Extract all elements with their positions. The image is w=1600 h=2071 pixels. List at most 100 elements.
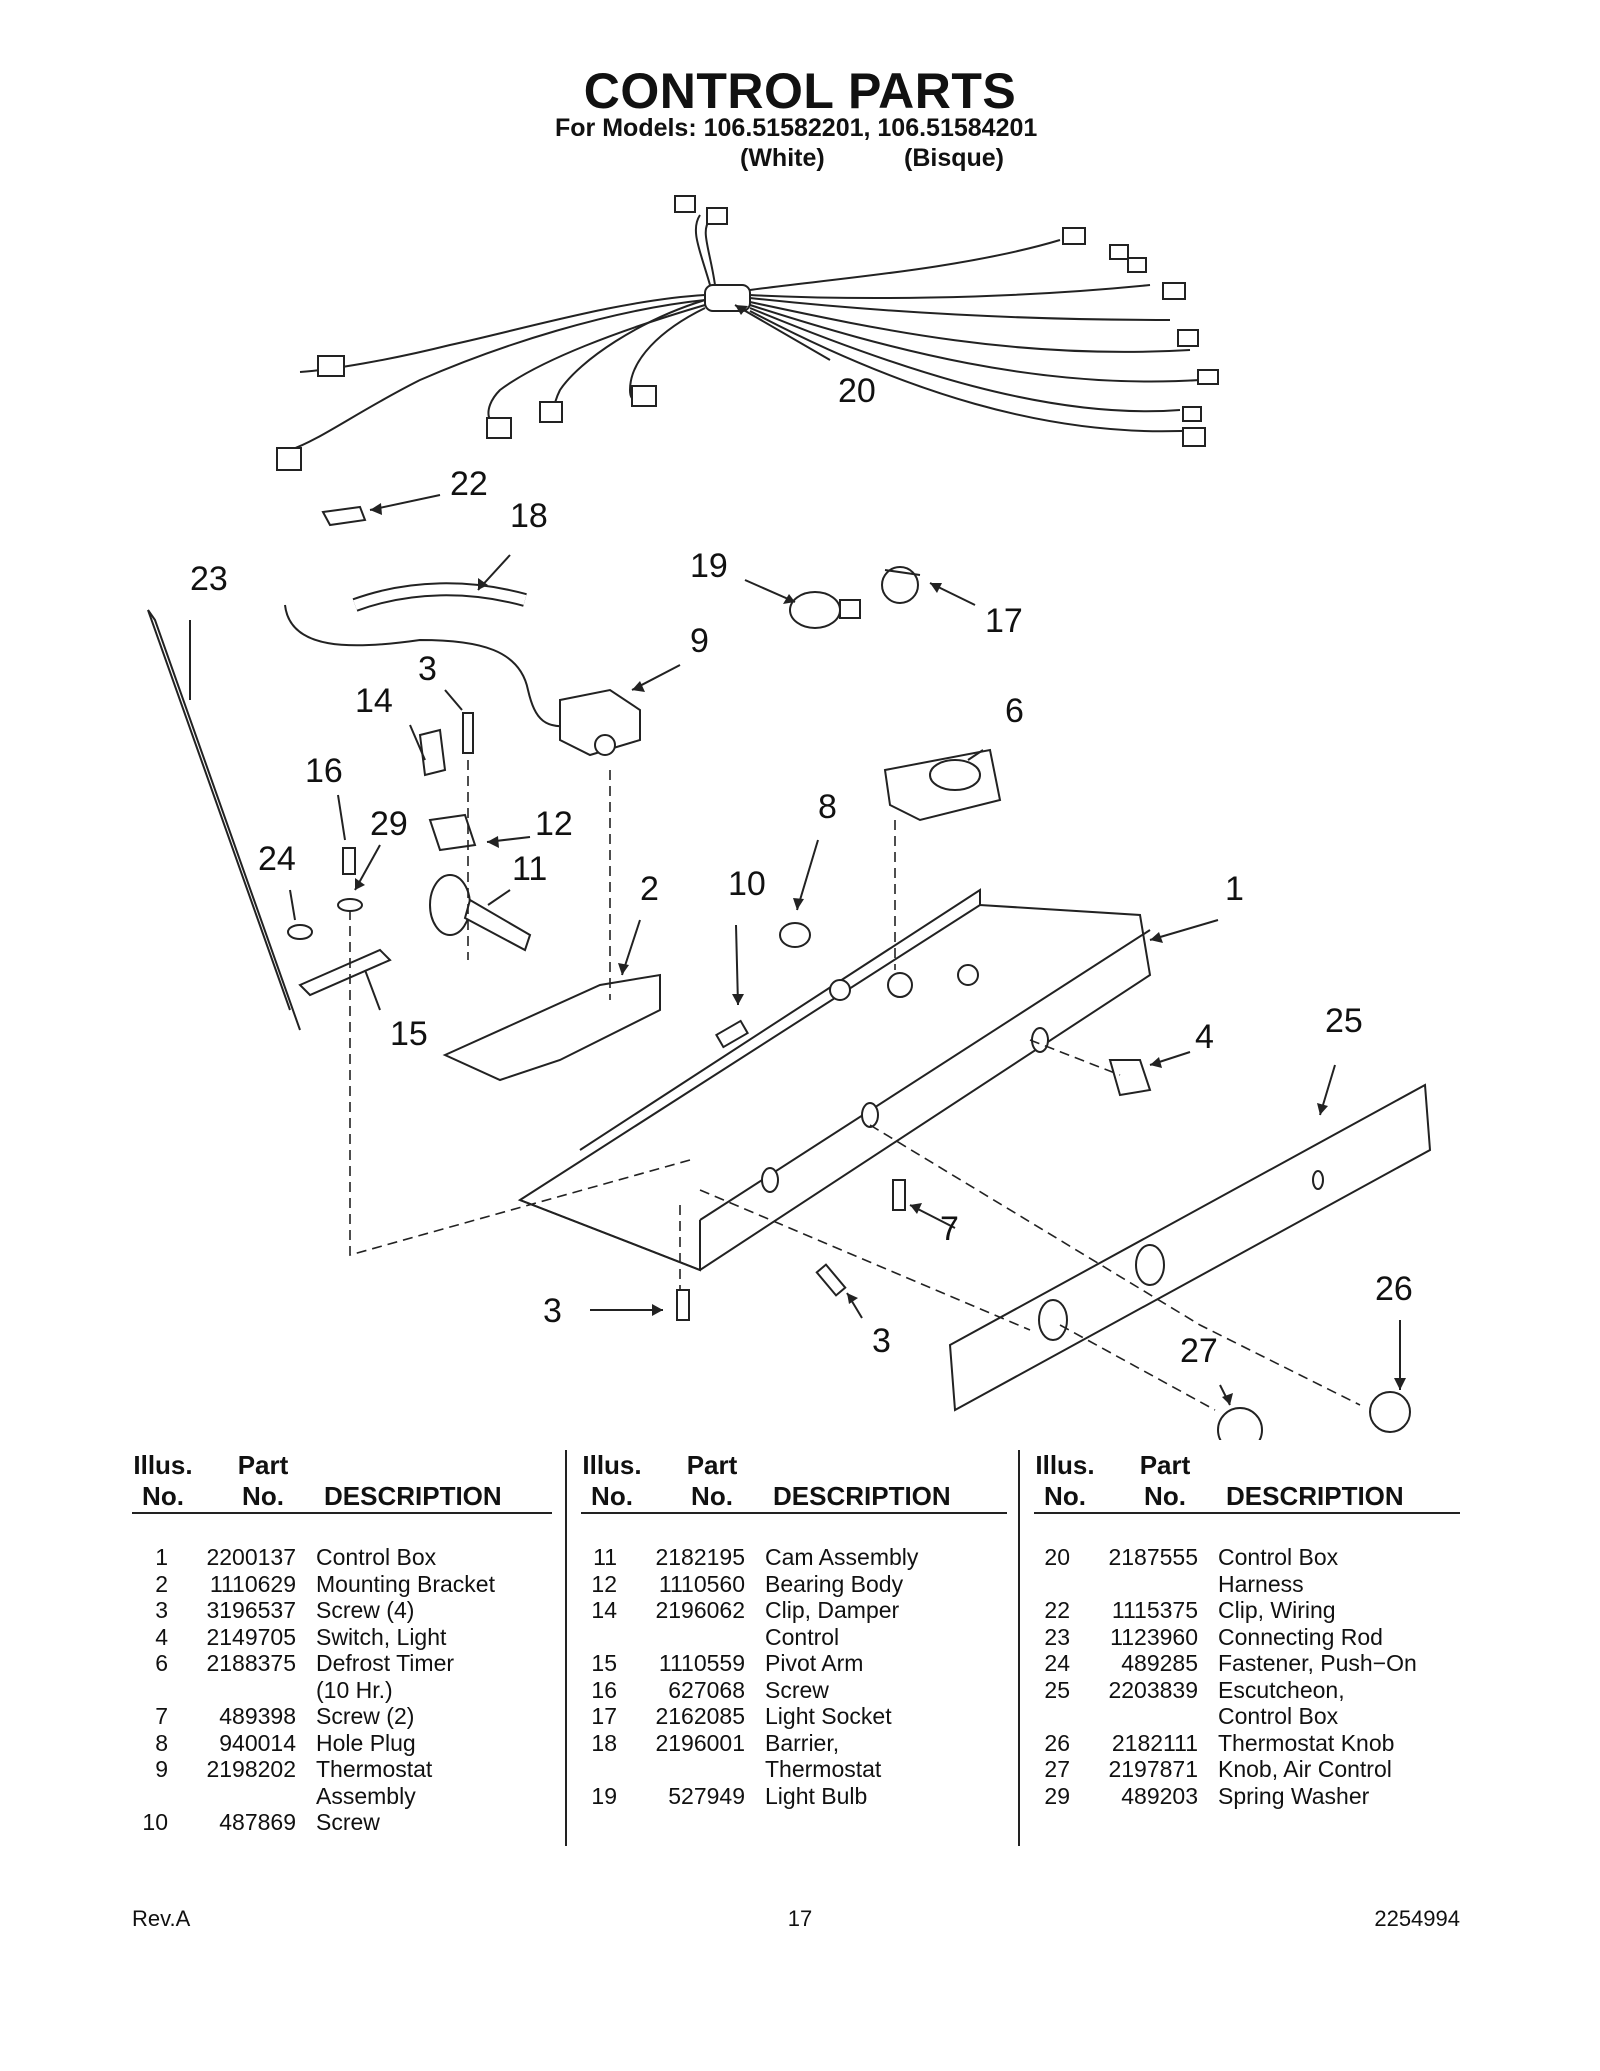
header-part-no: Part No. bbox=[1130, 1450, 1200, 1512]
description: Thermostat bbox=[316, 1756, 433, 1782]
callout-25: 25 bbox=[1325, 1002, 1363, 1040]
header-illus-no: Illus. No. bbox=[1034, 1450, 1096, 1512]
callout-11: 11 bbox=[512, 850, 547, 888]
part-no: 489203 bbox=[1121, 1782, 1198, 1809]
illus-no: 4 bbox=[155, 1623, 168, 1650]
part-no: 2182111 bbox=[1111, 1729, 1198, 1756]
illus-no: 14 bbox=[591, 1597, 617, 1623]
illus-no: 29 bbox=[1044, 1782, 1070, 1809]
description: Screw bbox=[316, 1809, 380, 1835]
illus-no: 27 bbox=[1044, 1756, 1070, 1782]
callout-15: 15 bbox=[390, 1015, 428, 1053]
description: Connecting Rod bbox=[1218, 1623, 1383, 1650]
part-no: 3196537 bbox=[206, 1597, 296, 1623]
header-part-line2: No. bbox=[691, 1481, 733, 1511]
part-no: 2196062 bbox=[655, 1597, 745, 1623]
description: Light Bulb bbox=[765, 1782, 868, 1809]
description: (10 Hr.) bbox=[316, 1676, 393, 1703]
part-no: 2198202 bbox=[206, 1756, 296, 1782]
illus-no: 12 bbox=[591, 1570, 617, 1597]
description: Clip, Wiring bbox=[1218, 1597, 1336, 1623]
description: Light Socket bbox=[765, 1703, 892, 1729]
part-no: 1110560 bbox=[658, 1570, 745, 1597]
header-part-line1: Part bbox=[237, 1450, 289, 1480]
footer-revision: Rev.A bbox=[132, 1906, 191, 1931]
illus-no: 15 bbox=[591, 1650, 617, 1676]
part-no: 487869 bbox=[219, 1809, 296, 1835]
description: Spring Washer bbox=[1218, 1782, 1370, 1809]
callout-12: 12 bbox=[535, 805, 573, 843]
part-no: 1123960 bbox=[1110, 1623, 1198, 1650]
part-no: 1110629 bbox=[209, 1570, 296, 1597]
illus-no: 3 bbox=[155, 1597, 168, 1623]
callout-1: 1 bbox=[1225, 870, 1244, 908]
description: Switch, Light bbox=[316, 1623, 447, 1650]
header-description: DESCRIPTION bbox=[324, 1481, 502, 1511]
description: Defrost Timer bbox=[316, 1650, 455, 1676]
description: Clip, Damper bbox=[765, 1597, 900, 1623]
description: Cam Assembly bbox=[765, 1544, 919, 1570]
part-no: 2187555 bbox=[1108, 1544, 1198, 1570]
variant-bisque: (Bisque) bbox=[904, 144, 1004, 172]
part-no: 2182195 bbox=[655, 1544, 745, 1570]
illus-no: 1 bbox=[155, 1544, 168, 1570]
description: Mounting Bracket bbox=[316, 1570, 495, 1597]
callout-8: 8 bbox=[818, 788, 837, 826]
description: Control Box bbox=[1218, 1544, 1339, 1570]
part-no: 1115375 bbox=[1111, 1597, 1198, 1623]
header-part-no: Part No. bbox=[228, 1450, 298, 1512]
header-illus-line1: Illus. bbox=[582, 1450, 642, 1480]
description: Screw (4) bbox=[316, 1597, 415, 1623]
parts-column-1: Illus. No. Part No. DESCRIPTION 1 2200137… bbox=[132, 1450, 552, 1846]
callout-26: 26 bbox=[1375, 1270, 1413, 1308]
callout-3-bottom-right: 3 bbox=[872, 1322, 891, 1360]
illus-no: 25 bbox=[1044, 1676, 1070, 1703]
description: Control Box bbox=[316, 1544, 437, 1570]
header-rule bbox=[132, 1512, 552, 1514]
illus-no: 11 bbox=[593, 1544, 617, 1570]
illus-no: 9 bbox=[155, 1756, 168, 1782]
footer-doc-number: 2254994 bbox=[1374, 1906, 1460, 1931]
header-part-line2: No. bbox=[242, 1481, 284, 1511]
part-no: 627068 bbox=[668, 1676, 745, 1703]
header-part-line2: No. bbox=[1144, 1481, 1186, 1511]
description: Assembly bbox=[316, 1782, 416, 1809]
illus-no: 8 bbox=[155, 1729, 168, 1756]
header-description: DESCRIPTION bbox=[773, 1481, 951, 1511]
part-no: 2200137 bbox=[206, 1544, 296, 1570]
illus-no: 10 bbox=[142, 1809, 168, 1835]
callout-10: 10 bbox=[728, 865, 766, 903]
part-no: 527949 bbox=[668, 1782, 745, 1809]
callout-23: 23 bbox=[190, 560, 228, 598]
header-part-line1: Part bbox=[1139, 1450, 1191, 1480]
callout-2: 2 bbox=[640, 870, 659, 908]
description: Screw (2) bbox=[316, 1703, 415, 1729]
description: Thermostat bbox=[765, 1756, 882, 1782]
callout-14: 14 bbox=[355, 682, 393, 720]
part-no: 2203839 bbox=[1108, 1676, 1198, 1703]
wiring-harness-drawing bbox=[147, 195, 1432, 1440]
illus-no: 6 bbox=[155, 1650, 168, 1676]
leader-arrows bbox=[189, 304, 1401, 1406]
callout-16: 16 bbox=[305, 752, 343, 790]
part-no: 489398 bbox=[219, 1703, 296, 1729]
description: Knob, Air Control bbox=[1218, 1756, 1392, 1782]
page-title: CONTROL PARTS bbox=[583, 63, 1017, 119]
part-no: 2188375 bbox=[206, 1650, 296, 1676]
header-illus-line1: Illus. bbox=[1035, 1450, 1095, 1480]
callout-6: 6 bbox=[1005, 692, 1024, 730]
illus-no: 2 bbox=[155, 1570, 168, 1597]
header-description: DESCRIPTION bbox=[1226, 1481, 1404, 1511]
callout-19: 19 bbox=[690, 547, 728, 585]
illus-no: 22 bbox=[1044, 1597, 1070, 1623]
header-rule bbox=[1034, 1512, 1460, 1514]
header-illus-line1: Illus. bbox=[133, 1450, 193, 1480]
illus-no: 26 bbox=[1044, 1729, 1070, 1756]
callout-27: 27 bbox=[1180, 1332, 1218, 1370]
callout-7: 7 bbox=[940, 1210, 959, 1248]
illus-no: 24 bbox=[1044, 1650, 1070, 1676]
illus-no: 7 bbox=[155, 1703, 168, 1729]
header-part-line1: Part bbox=[686, 1450, 738, 1480]
part-no: 489285 bbox=[1121, 1650, 1198, 1676]
